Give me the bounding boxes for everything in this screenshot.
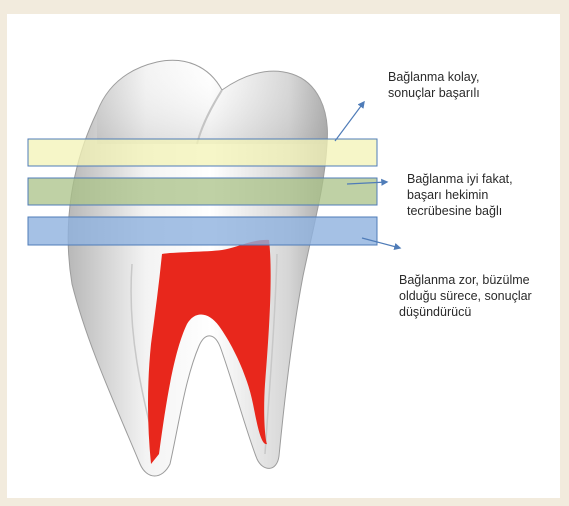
band-top: [28, 139, 377, 166]
label-band-top: Bağlanma kolay, sonuçlar başarılı: [388, 69, 480, 101]
band-bottom: [28, 217, 377, 245]
band-middle: [28, 178, 377, 205]
arrow-top: [335, 102, 364, 141]
diagram-panel: Bağlanma kolay, sonuçlar başarılı Bağlan…: [7, 14, 560, 498]
crown-shading: [97, 60, 327, 144]
label-band-bottom: Bağlanma zor, büzülme olduğu sürece, son…: [399, 272, 532, 320]
label-band-middle: Bağlanma iyi fakat, başarı hekimin tecrü…: [407, 171, 513, 219]
